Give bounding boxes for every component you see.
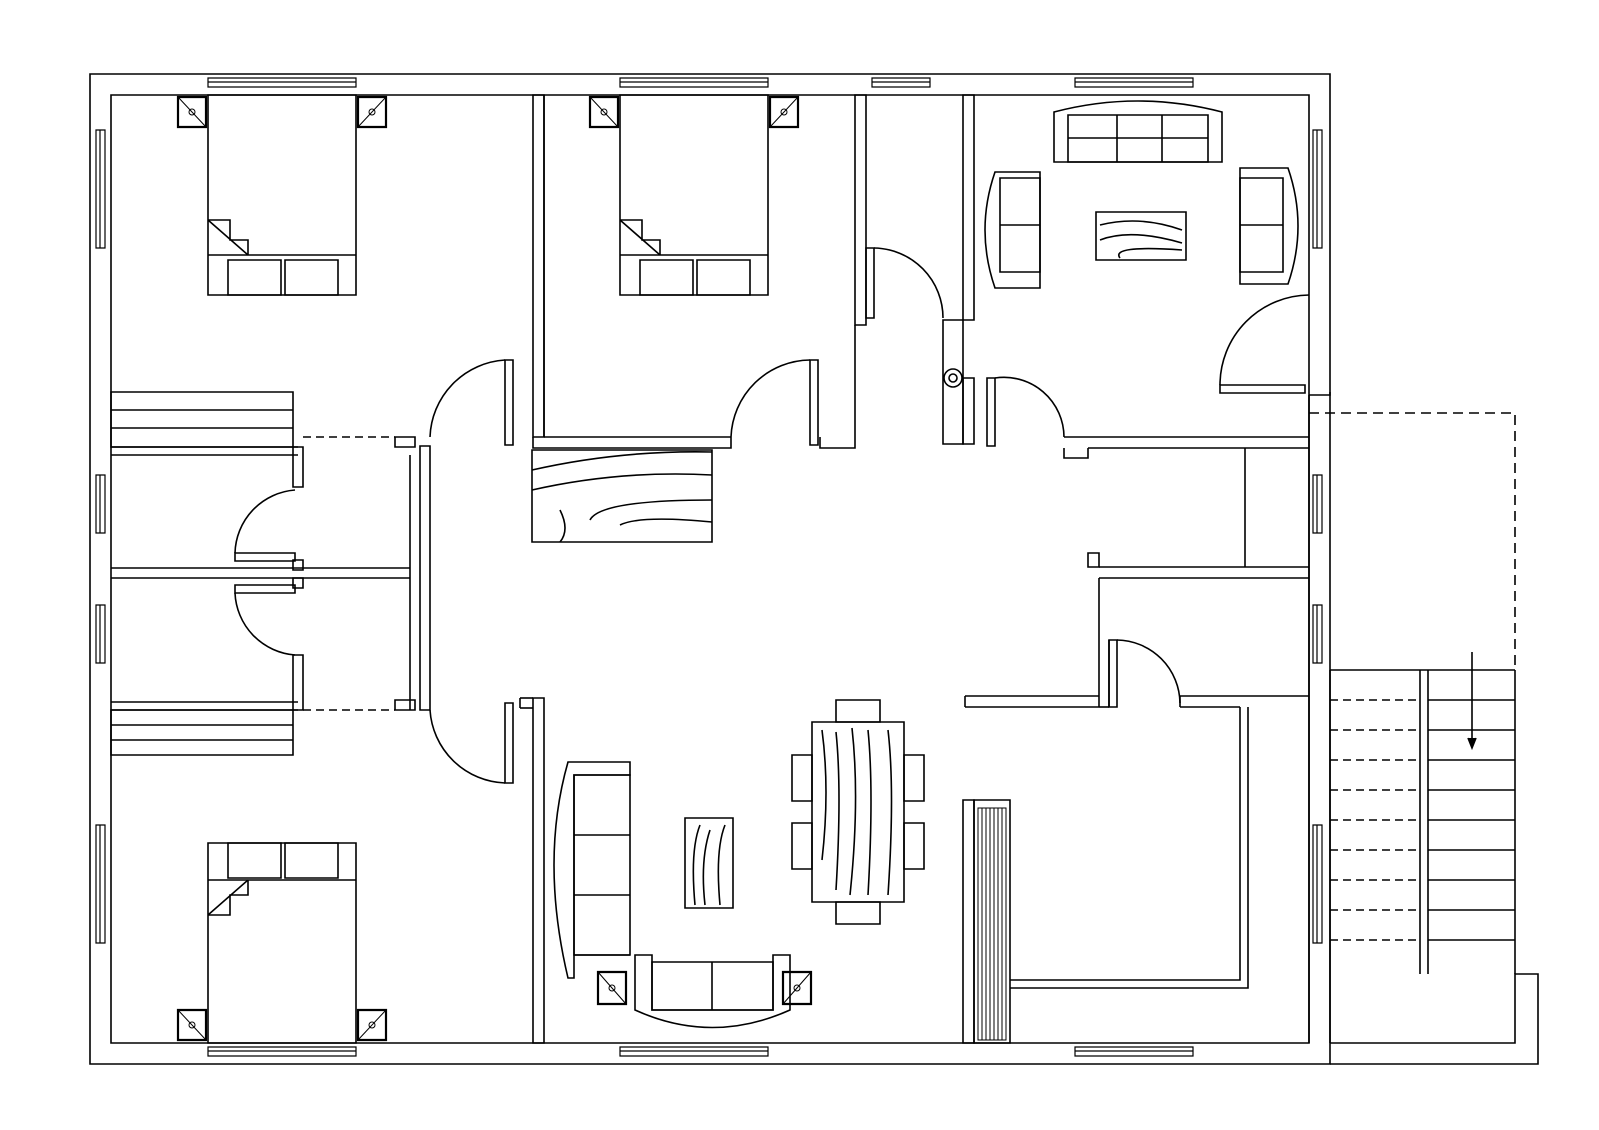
kitchen-counter-icon [974, 800, 1010, 1043]
window-icon [1313, 825, 1322, 943]
wardrobes [111, 392, 293, 755]
window-icon [208, 78, 356, 87]
window-icon [96, 605, 105, 663]
armchair-icon [985, 172, 1040, 288]
interior-walls [111, 95, 1515, 1043]
door-swing-icon [987, 377, 1064, 446]
sofa-icon [1054, 101, 1222, 162]
sofa-icon [554, 762, 630, 978]
window-icon [1313, 475, 1322, 533]
armchair-icon [1240, 168, 1298, 284]
windows [96, 78, 1322, 1056]
window-icon [96, 475, 105, 533]
door-swing-icon [1109, 640, 1180, 707]
console-table-icon [532, 450, 712, 542]
wardrobe-icon [111, 710, 293, 755]
wash-basin-icon [944, 369, 962, 387]
wardrobe-icon [111, 392, 293, 447]
window-icon [96, 130, 105, 248]
beds [208, 95, 768, 1043]
chair-icon [792, 823, 812, 869]
door-swing-icon [235, 490, 295, 561]
door-swing-icon [866, 248, 943, 318]
window-icon [620, 1047, 768, 1056]
bed-icon [208, 843, 356, 1043]
nightstand-icon [178, 1010, 206, 1040]
bed-icon [620, 95, 768, 295]
window-icon [208, 1047, 356, 1056]
nightstand-icon [770, 97, 798, 127]
window-icon [1313, 605, 1322, 663]
coffee-table-icon [1096, 212, 1186, 260]
nightstand-icon [590, 97, 618, 127]
window-icon [96, 825, 105, 943]
living-room-top [944, 101, 1298, 387]
door-swing-icon [731, 360, 818, 445]
nightstand-icon [783, 972, 811, 1004]
chair-icon [904, 755, 924, 801]
chair-icon [904, 823, 924, 869]
bed-icon [208, 95, 356, 295]
window-icon [872, 78, 930, 87]
nightstand-icon [358, 97, 386, 127]
nightstand-icon [598, 972, 626, 1004]
doors [235, 248, 1309, 783]
dining-table-icon [812, 700, 904, 924]
window-icon [620, 78, 768, 87]
stair-arrow-icon [1468, 652, 1476, 748]
sofa-icon [635, 955, 790, 1028]
outer-walls [90, 74, 1538, 1064]
nightstand-icon [358, 1010, 386, 1040]
living-room-bottom [554, 700, 924, 1028]
nightstands [178, 97, 811, 1040]
window-icon [1313, 130, 1322, 248]
stairs [1309, 413, 1515, 940]
window-icon [1075, 1047, 1193, 1056]
chair-icon [792, 755, 812, 801]
door-swing-icon [235, 585, 295, 655]
window-icon [1075, 78, 1193, 87]
nightstand-icon [178, 97, 206, 127]
coffee-table-icon [685, 818, 733, 908]
door-swing-icon [1220, 295, 1309, 393]
door-swing-icon [430, 703, 513, 783]
door-swing-icon [430, 360, 513, 445]
